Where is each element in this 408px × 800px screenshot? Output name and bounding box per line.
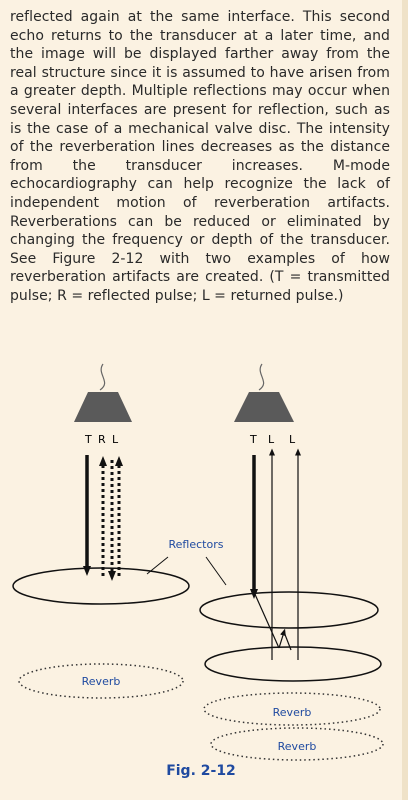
left-label-t: T	[84, 433, 92, 446]
right-reflector-1	[199, 591, 379, 629]
left-transducer-icon	[74, 392, 132, 422]
right-path-to-reflector-2	[253, 591, 280, 649]
left-label-r: R	[98, 433, 106, 446]
left-reflector	[12, 567, 190, 605]
right-label-t: T	[249, 433, 257, 446]
left-reverb-ellipse	[18, 663, 184, 699]
figure-caption: Fig. 2-12	[166, 763, 236, 779]
left-cable	[99, 363, 106, 391]
right-path-down-again	[283, 631, 292, 651]
right-path-up-to-reflector-1	[278, 628, 286, 649]
right-reverb-ellipse-2	[210, 727, 384, 761]
right-reverb-label-1: Reverb	[273, 706, 312, 719]
left-reverb-label: Reverb	[82, 675, 121, 688]
left-label-l: L	[112, 433, 119, 446]
right-reverb-label-2: Reverb	[278, 740, 317, 753]
right-cable	[258, 363, 265, 391]
right-reverb-ellipse-1	[203, 692, 381, 726]
reverberation-diagram: T R L T L L Reverb Reflectors	[12, 363, 384, 761]
figure-2-12: T R L T L L Reverb Reflectors	[0, 360, 402, 800]
reflectors-label: Reflectors	[169, 538, 224, 551]
right-reflector-2	[204, 646, 382, 682]
body-paragraph: reflected again at the same interface. T…	[10, 9, 390, 304]
right-label-l1: L	[268, 433, 275, 446]
right-label-l2: L	[289, 433, 296, 446]
reflector-pointer-left	[146, 556, 169, 575]
right-transducer-icon	[234, 392, 294, 422]
reflector-pointer-right	[205, 556, 227, 586]
